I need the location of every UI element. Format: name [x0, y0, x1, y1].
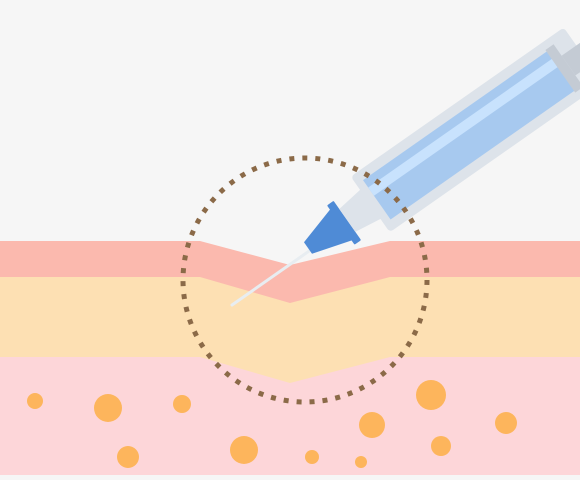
- focus-circle: [180, 155, 430, 405]
- barrel-tip: [339, 188, 383, 232]
- fat-cell: [94, 394, 122, 422]
- dermis-layer: [0, 276, 580, 383]
- fat-cell: [27, 393, 43, 409]
- fat-cell: [230, 436, 258, 464]
- syringe-fluid: [363, 50, 576, 220]
- fat-cell: [305, 450, 319, 464]
- fat-cell: [416, 380, 446, 410]
- fat-cell: [117, 446, 139, 468]
- syringe-fluid-highlight: [368, 57, 560, 196]
- fat-cells: [27, 380, 517, 468]
- fat-cell: [173, 395, 191, 413]
- epidermis-layer: [0, 241, 580, 303]
- needle-hub: [303, 206, 356, 254]
- fat-cell: [355, 456, 367, 468]
- syringe: [303, 9, 580, 254]
- needle: [230, 240, 324, 307]
- fat-cell: [359, 412, 385, 438]
- fat-cell: [431, 436, 451, 456]
- plunger-stopper: [545, 44, 580, 93]
- fat-cell: [495, 412, 517, 434]
- needle-hub-collar: [327, 201, 361, 245]
